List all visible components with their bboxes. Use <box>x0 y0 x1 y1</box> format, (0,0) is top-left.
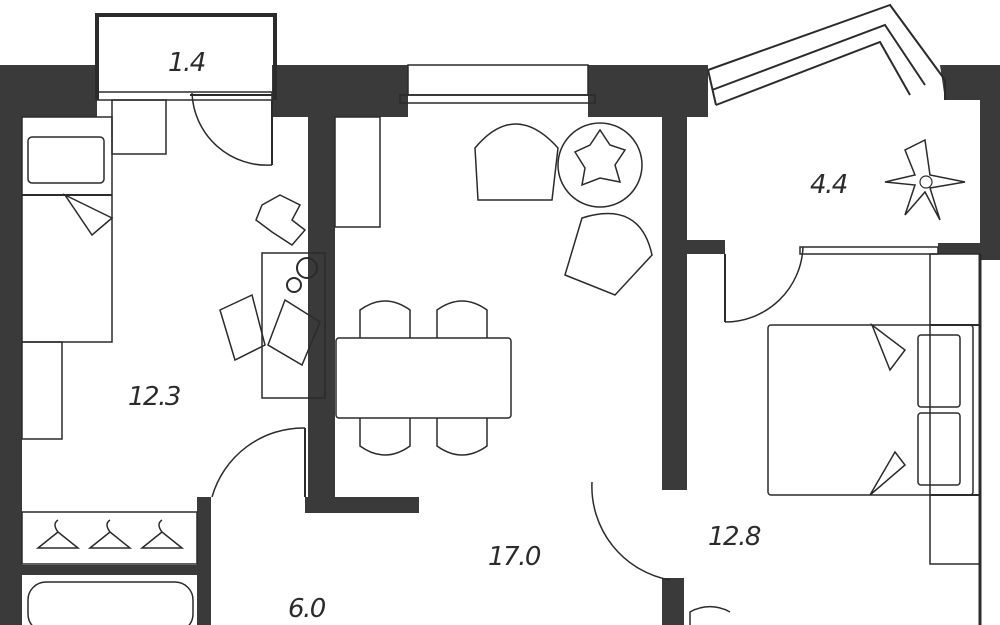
hallway-area-label: 6.0 <box>288 594 326 624</box>
plant-icon <box>919 175 933 189</box>
plant-icon <box>255 128 966 246</box>
bedroom-right-area-label: 12.8 <box>708 522 761 552</box>
walls <box>0 65 1000 625</box>
bedroom-left-area-label: 12.3 <box>128 382 181 412</box>
living-room-area-label: 17.0 <box>488 542 541 572</box>
linework <box>21 3 982 625</box>
balcony-right-area-label: 4.4 <box>810 170 848 200</box>
hanger-icon <box>35 519 185 549</box>
balcony-left-area-label: 1.4 <box>168 48 206 78</box>
